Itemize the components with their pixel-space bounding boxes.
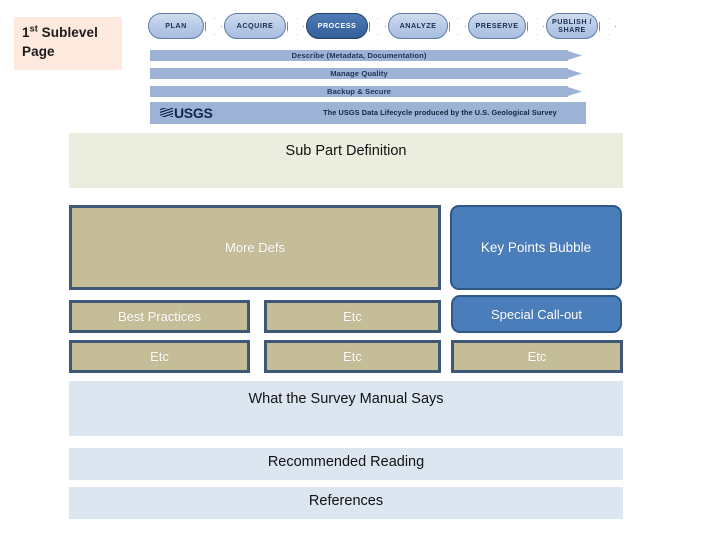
bar-arrowhead-icon	[567, 68, 582, 79]
sublevel-label-word: Sublevel	[37, 25, 98, 40]
usgs-data-lifecycle-diagram: PLAN ACQUIRE PROCESS ANALYZE PRESERVE PU…	[148, 6, 598, 124]
tile-etc-row2-col3[interactable]: Etc	[451, 340, 623, 373]
tile-label: More Defs	[225, 240, 285, 255]
lifecycle-stage-row: PLAN ACQUIRE PROCESS ANALYZE PRESERVE PU…	[148, 11, 598, 41]
usgs-logo-text: USGS	[174, 105, 213, 121]
sublevel-label-number: 1	[22, 25, 30, 40]
sublevel-label-ordinal-suffix: st	[29, 23, 38, 34]
chevron-arrow-icon	[204, 17, 224, 35]
bar-body	[150, 86, 568, 97]
sublevel-label-line2: Page	[22, 44, 55, 59]
tile-more-defs[interactable]: More Defs	[69, 205, 441, 290]
section-title: References	[308, 493, 384, 509]
tile-etc-row2-col1[interactable]: Etc	[69, 340, 250, 373]
lifecycle-stage-process: PROCESS	[306, 13, 368, 39]
lifecycle-bar-label: Backup & Secure	[327, 87, 391, 96]
chevron-arrow-icon	[286, 17, 306, 35]
tile-label: Key Points Bubble	[480, 240, 592, 255]
section-title: Recommended Reading	[267, 454, 425, 470]
bar-body	[150, 50, 568, 61]
section-recommended-reading[interactable]: Recommended Reading	[69, 448, 623, 480]
lifecycle-stage-analyze: ANALYZE	[388, 13, 448, 39]
section-title: What the Survey Manual Says	[248, 391, 444, 407]
lifecycle-stage-acquire: ACQUIRE	[224, 13, 286, 39]
lifecycle-stage-label: PUBLISH / SHARE	[551, 16, 593, 34]
tile-key-points-bubble[interactable]: Key Points Bubble	[450, 205, 622, 290]
tile-label: Etc	[150, 349, 169, 364]
tile-label: Etc	[343, 349, 362, 364]
lifecycle-stage-label: PRESERVE	[475, 20, 519, 30]
sublevel-label-line1: 1st Sublevel	[22, 23, 98, 40]
section-title: Sub Part Definition	[285, 143, 407, 159]
tile-label: Best Practices	[117, 309, 202, 324]
usgs-logo: USGS	[160, 105, 213, 121]
chevron-arrow-icon	[448, 17, 468, 35]
lifecycle-bar-backup-secure: Backup & Secure	[150, 86, 582, 97]
tile-special-call-out[interactable]: Special Call-out	[451, 295, 622, 333]
lifecycle-stage-label: PROCESS	[317, 20, 357, 30]
usgs-wave-icon	[160, 108, 173, 117]
tile-etc-row1-col2[interactable]: Etc	[264, 300, 441, 333]
chevron-arrow-icon	[526, 17, 546, 35]
lifecycle-bar-label: Manage Quality	[330, 69, 388, 78]
tile-label: Etc	[343, 309, 362, 324]
usgs-caption: The USGS Data Lifecycle produced by the …	[323, 108, 557, 117]
section-references[interactable]: References	[69, 487, 623, 519]
bar-arrowhead-icon	[567, 50, 582, 61]
lifecycle-bar-label: Describe (Metadata, Documentation)	[291, 51, 427, 60]
tile-label: Etc	[527, 349, 547, 364]
chevron-arrow-icon	[598, 17, 618, 35]
usgs-footer-bar: USGS The USGS Data Lifecycle produced by…	[150, 102, 586, 124]
lifecycle-stage-label: PLAN	[165, 20, 187, 30]
section-sub-part-definition[interactable]: Sub Part Definition	[69, 133, 623, 188]
lifecycle-bar-describe: Describe (Metadata, Documentation)	[150, 50, 582, 61]
lifecycle-stage-plan: PLAN	[148, 13, 204, 39]
tile-best-practices[interactable]: Best Practices	[69, 300, 250, 333]
lifecycle-stage-publish-share: PUBLISH / SHARE	[546, 13, 598, 39]
bar-arrowhead-icon	[567, 86, 582, 97]
lifecycle-stage-label: ACQUIRE	[236, 20, 274, 30]
lifecycle-stage-label: ANALYZE	[399, 20, 437, 30]
lifecycle-bar-manage-quality: Manage Quality	[150, 68, 582, 79]
bar-body	[150, 68, 568, 79]
tile-etc-row2-col2[interactable]: Etc	[264, 340, 441, 373]
lifecycle-stage-preserve: PRESERVE	[468, 13, 526, 39]
section-what-the-survey-manual-says[interactable]: What the Survey Manual Says	[69, 381, 623, 436]
chevron-arrow-icon	[368, 17, 388, 35]
tile-label: Special Call-out	[490, 306, 583, 322]
sublevel-page-label: 1st Sublevel Page	[14, 17, 122, 70]
